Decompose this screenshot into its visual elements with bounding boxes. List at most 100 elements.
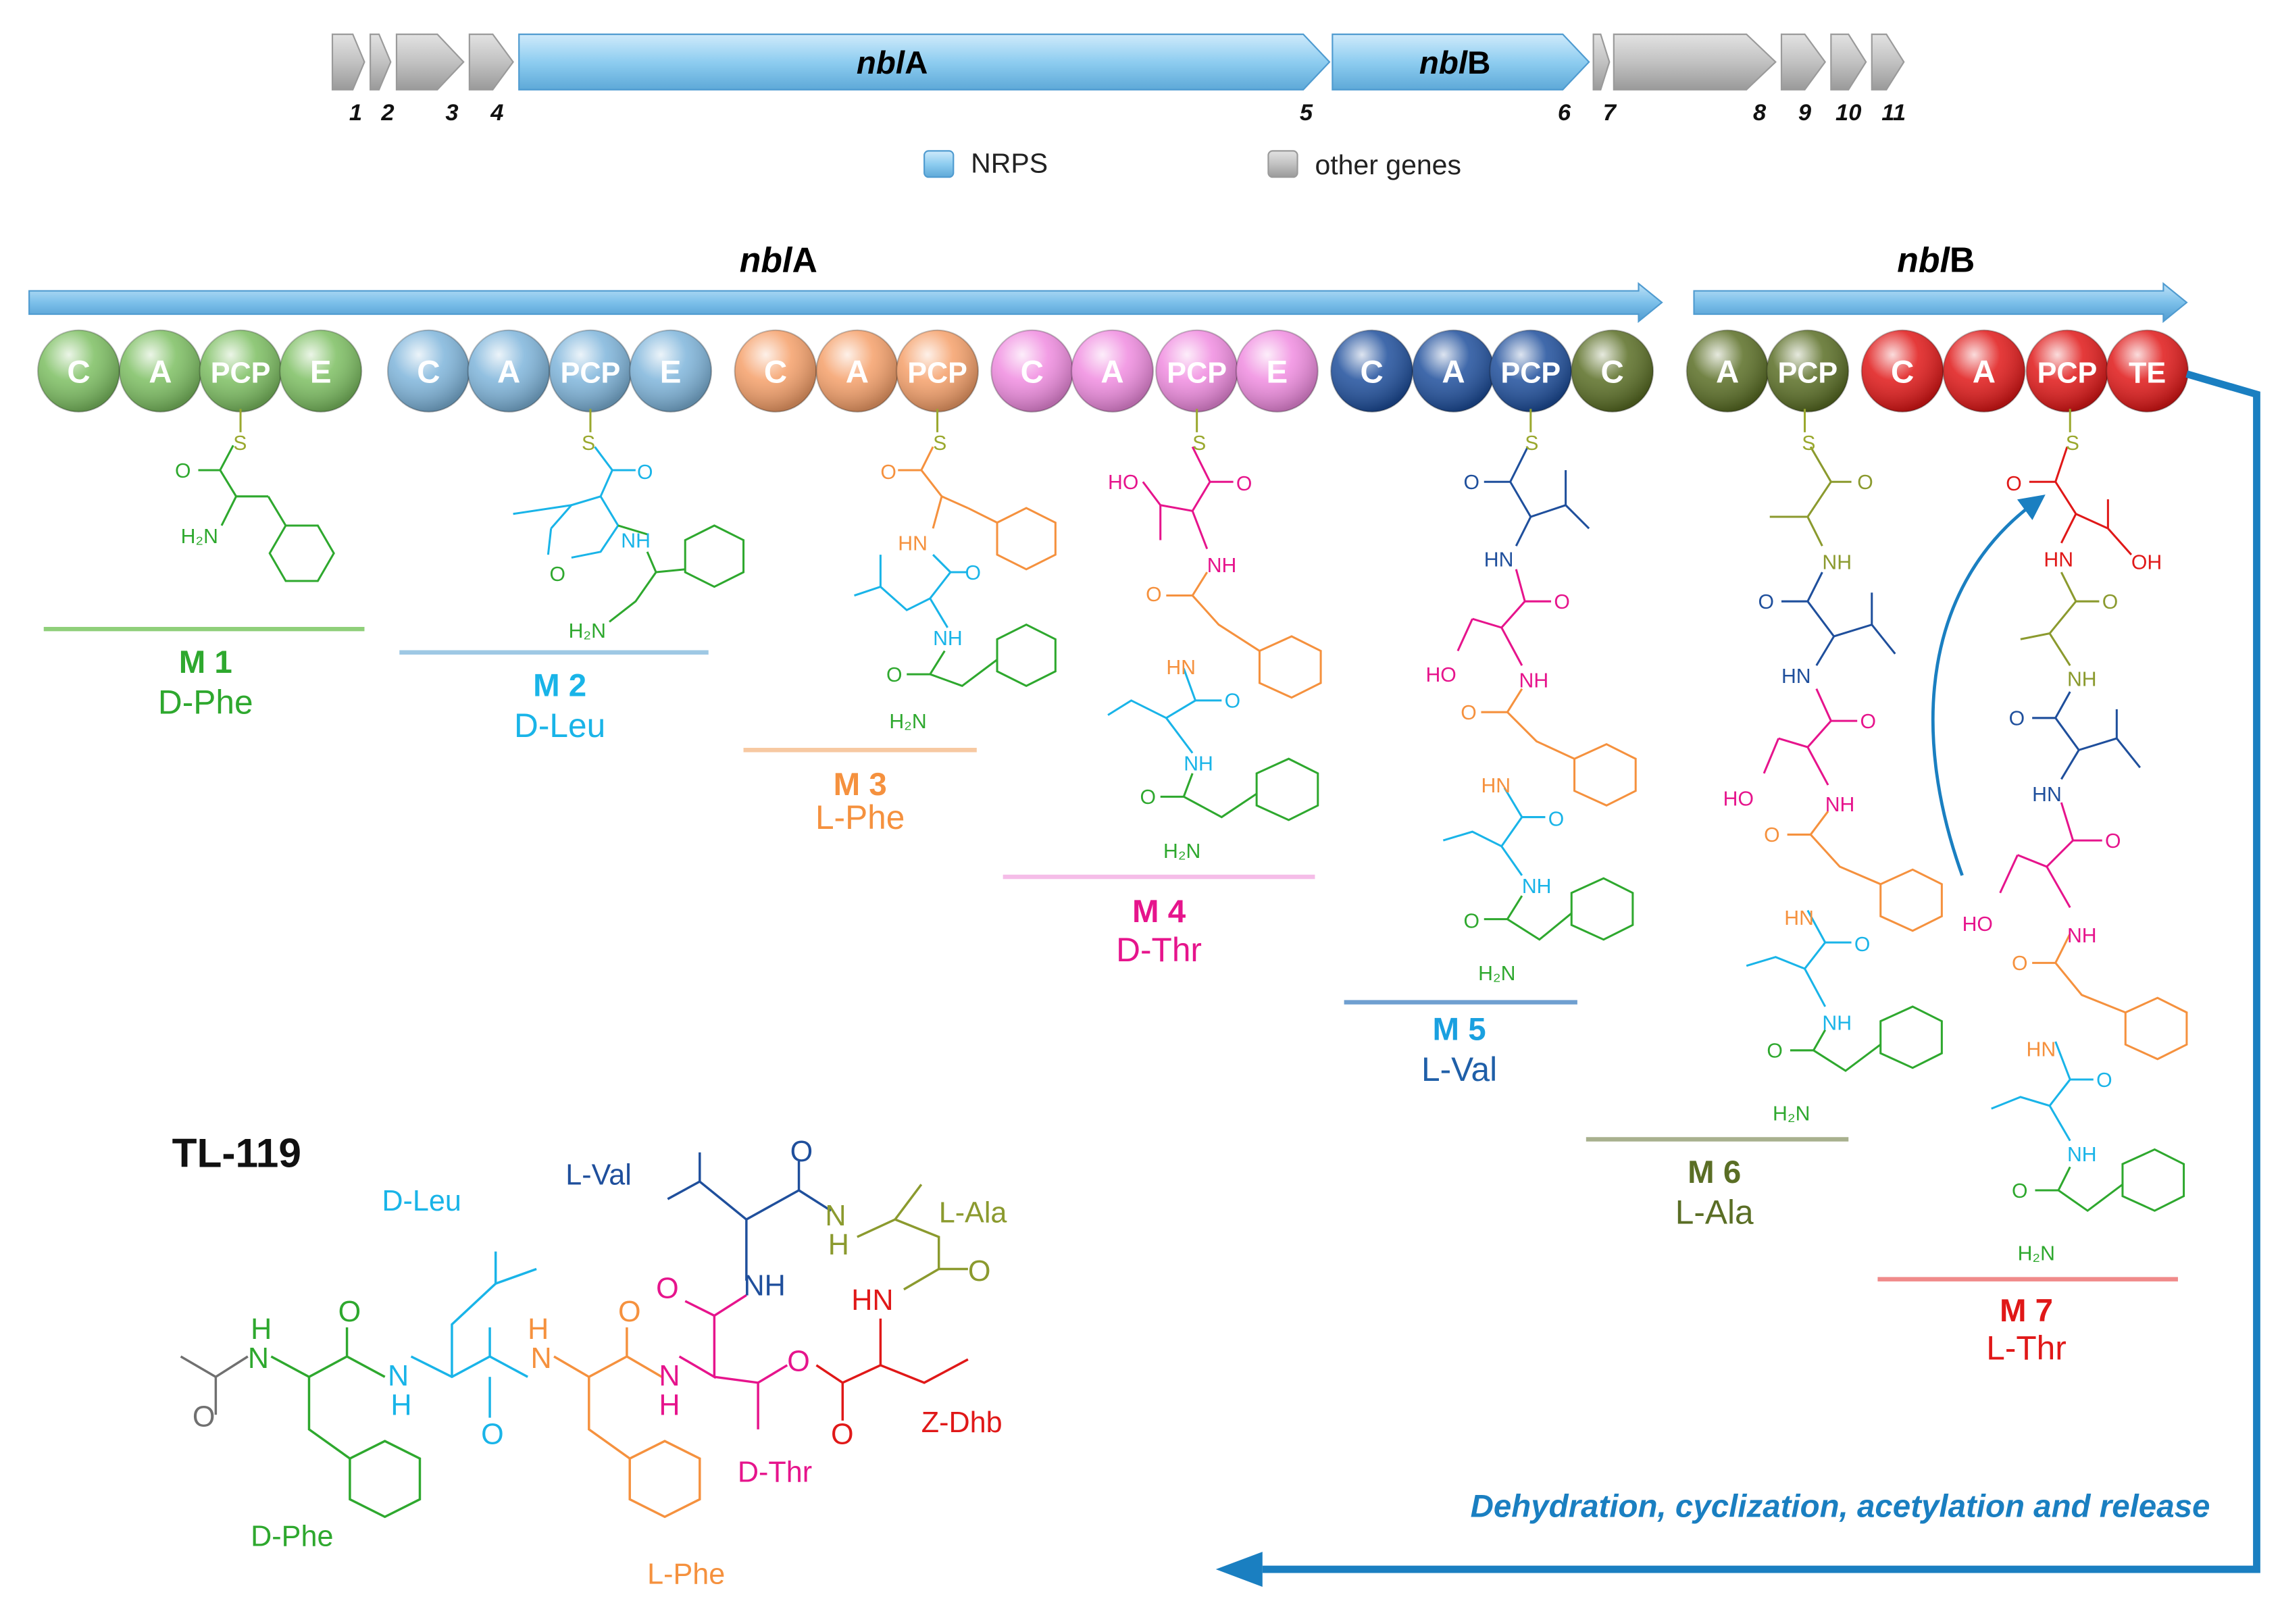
domain-a-10: A [815,329,899,413]
release-arrow-line [1262,370,2260,1573]
svg-text:O: O [831,1418,854,1450]
domain-label: A [846,354,869,390]
domain-label: PCP [1777,357,1838,389]
svg-text:O: O [338,1296,361,1328]
svg-text:NH: NH [1207,555,1237,577]
module-structures: S O H₂N S O NH O H₂N [43,409,2188,1282]
svg-text:NH: NH [1522,876,1552,898]
product-label-d-leu: D-Leu [382,1185,461,1217]
m4-residue: D-Thr [1116,931,1202,969]
svg-text:O: O [1464,472,1480,494]
assembly-arrows: nblA nblB [28,240,2188,324]
domain-ball-shine [2106,330,2189,412]
domain-ball-shine [1686,330,1769,412]
svg-text:S: S [1802,432,1815,455]
svg-text:HO: HO [1425,664,1456,686]
gene-9-arrow [1780,33,1827,91]
domain-a-6: A [467,329,551,413]
gene-number-3: 3 [445,100,458,126]
svg-text:H₂N: H₂N [889,711,926,733]
svg-text:NH: NH [1822,552,1852,574]
domain-label: E [1267,354,1288,390]
svg-text:N: N [659,1360,680,1392]
svg-text:S: S [1525,432,1538,455]
m6-structure: S O NH O HN O HO NH O HN O NH O H₂N [1723,409,1943,1125]
svg-text:H₂N: H₂N [181,526,218,548]
module-labels: M 1 D-Phe M 2 D-Leu M 3 L-Phe M 4 D-Thr … [158,644,2067,1367]
domain-label: C [1360,354,1383,390]
gene-number-8: 8 [1753,100,1767,126]
domain-label: PCP [1167,357,1227,389]
svg-text:O: O [618,1296,641,1328]
domain-ball-shine [816,330,898,412]
svg-text:HN: HN [1781,665,1811,688]
svg-text:N: N [530,1342,551,1375]
domain-ball-shine [630,330,712,412]
svg-text:HN: HN [2032,784,2062,806]
gene-nblB-label: nblB [1419,45,1490,81]
svg-text:O: O [1225,690,1241,713]
domain-c-22: C [1860,329,1944,413]
svg-text:O: O [2096,1069,2112,1092]
svg-text:NH: NH [1519,669,1549,692]
product-label-l-ala: L-Ala [939,1196,1007,1229]
svg-text:O: O [481,1418,504,1450]
domain-label: A [1716,354,1739,390]
svg-text:H₂N: H₂N [1773,1102,1810,1125]
domain-label: C [67,354,90,390]
release-arrow-head [1215,1552,1263,1587]
svg-text:NH: NH [2067,1144,2097,1166]
release-text: Dehydration, cyclization, acetylation an… [1471,1488,2210,1524]
svg-text:O: O [1764,824,1780,846]
svg-text:HN: HN [898,533,928,555]
domain-label: A [1973,354,1996,390]
svg-text:NH: NH [933,628,963,650]
gene-number-6: 6 [1558,100,1571,126]
m7-name: M 7 [2000,1293,2053,1329]
m3-name: M 3 [834,767,887,803]
product-label-z-dhb: Z-Dhb [921,1406,1003,1439]
domain-pcp-11: PCP [896,329,980,413]
domain-ball-shine [734,330,817,412]
gene-number-4: 4 [490,100,503,126]
svg-text:O: O [1146,584,1162,606]
svg-text:O: O [1758,591,1773,613]
svg-text:H₂N: H₂N [2018,1243,2055,1265]
svg-text:O: O [1140,786,1157,809]
domain-ball-shine [2026,330,2108,412]
domain-label: A [1100,354,1123,390]
domain-ball-shine [38,330,120,412]
legend-other-swatch [1267,150,1298,178]
svg-text:S: S [1192,432,1206,455]
product-label-l-val: L-Val [565,1159,632,1191]
svg-text:H: H [528,1313,549,1346]
svg-text:S: S [582,432,595,455]
domain-ball-shine [1236,330,1318,412]
svg-text:NH: NH [744,1269,786,1302]
domain-pcp-21: PCP [1766,329,1850,413]
svg-text:O: O [1236,473,1252,495]
svg-text:O: O [193,1401,216,1433]
svg-text:HO: HO [1108,472,1138,494]
svg-text:H₂N: H₂N [1478,963,1515,985]
m4-structure: S HO O NH O HN O NH O H₂N [1107,409,1322,863]
domain-ball-shine [1943,330,2025,412]
svg-text:NH: NH [2067,925,2097,947]
gene-number-7: 7 [1603,100,1617,126]
domain-c-1: C [37,329,121,413]
domain-ball-shine [199,330,282,412]
gene-number-5: 5 [1300,100,1313,126]
svg-text:N: N [388,1360,409,1392]
domain-label: C [1021,354,1044,390]
gene-number-1: 1 [349,100,362,126]
domain-label: PCP [1500,357,1561,389]
domain-a-13: A [1070,329,1155,413]
svg-text:H: H [251,1313,272,1346]
svg-text:O: O [1548,809,1564,831]
m2-structure: S O NH O H₂N [513,409,745,642]
svg-text:HO: HO [1962,913,1993,936]
m2-residue: D-Leu [514,707,605,744]
m6-name: M 6 [1688,1154,1741,1190]
svg-text:HN: HN [851,1284,893,1317]
svg-text:H₂N: H₂N [569,620,606,642]
